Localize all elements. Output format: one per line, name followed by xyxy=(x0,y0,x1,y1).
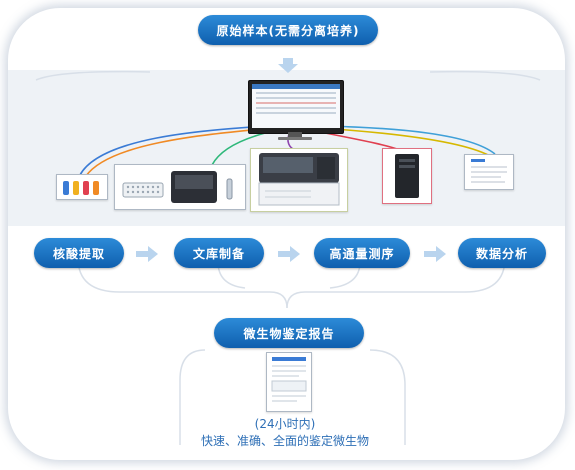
step-sequencing: 高通量测序 xyxy=(314,238,410,268)
step-arrow-icon xyxy=(424,246,446,262)
caption-time: (24小时内) xyxy=(254,417,316,431)
library-prep-instrument xyxy=(114,164,246,210)
microbe-report-pill: 微生物鉴定报告 xyxy=(214,318,364,348)
step-nucleic-acid-extraction: 核酸提取 xyxy=(34,238,124,268)
sequencer-instrument xyxy=(250,148,348,212)
report-document-icon xyxy=(464,154,514,190)
sample-tubes-icon xyxy=(56,174,108,200)
step-data-analysis: 数据分析 xyxy=(458,238,546,268)
step-arrow-icon xyxy=(136,246,158,262)
caption-description: 快速、准确、全面的鉴定微生物 xyxy=(200,434,369,448)
step-arrow-icon xyxy=(278,246,300,262)
step-library-prep: 文库制备 xyxy=(174,238,264,268)
monitor-icon xyxy=(248,80,344,140)
raw-sample-pill: 原始样本(无需分离培养) xyxy=(198,15,378,45)
server-tower-icon xyxy=(382,148,432,204)
report-thumbnail-icon xyxy=(266,352,312,412)
